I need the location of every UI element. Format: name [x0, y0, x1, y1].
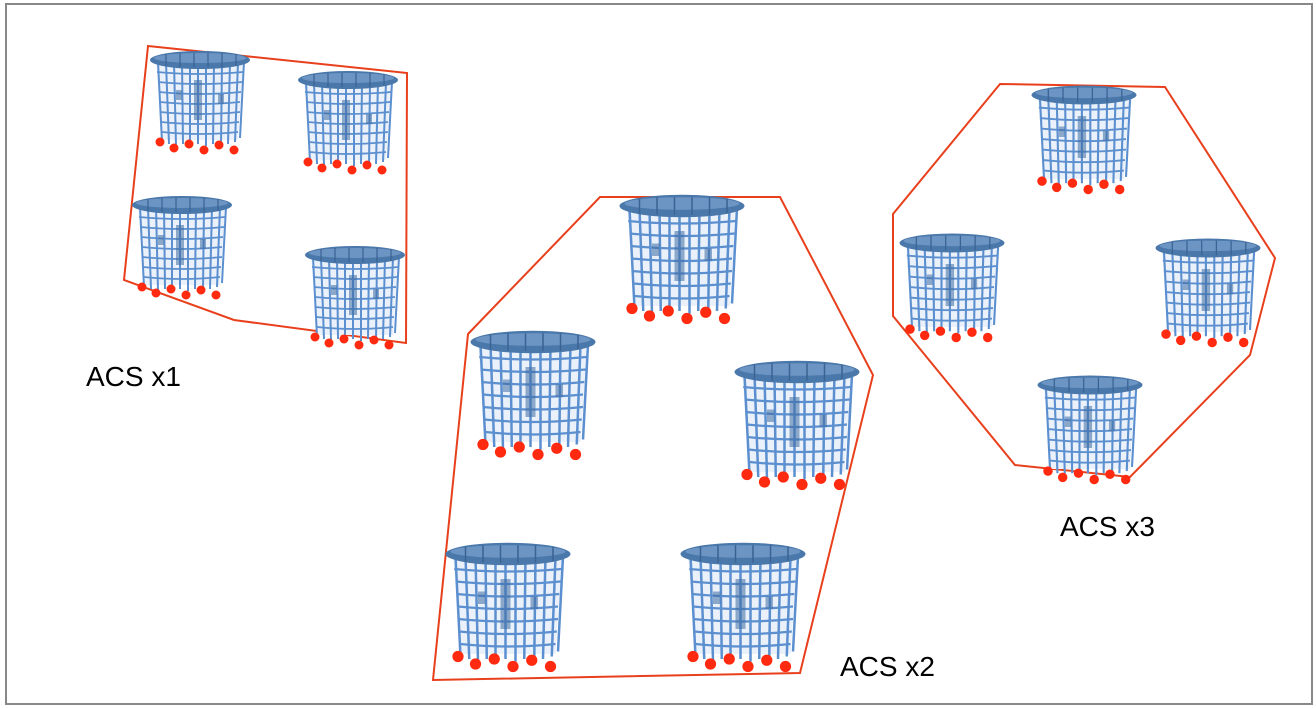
- basket-icon: [733, 359, 861, 492]
- group-label-acs-x1: ACS x1: [86, 361, 181, 392]
- basket-icon: [1154, 237, 1262, 349]
- basket-icon: [618, 193, 746, 326]
- basket-icon: [304, 245, 406, 351]
- group-acs-x3: [892, 82, 1277, 486]
- basket-icon: [469, 329, 597, 462]
- basket-icon: [1030, 84, 1138, 196]
- basket-icon: [297, 70, 399, 176]
- basket-icon: [1036, 374, 1144, 486]
- basket-icon: [898, 232, 1006, 344]
- group-outline: [892, 82, 1277, 479]
- basket-icon: [444, 541, 572, 674]
- group-label-acs-x3: ACS x3: [1060, 511, 1155, 542]
- group-acs-x2: [431, 193, 875, 682]
- basket-icon: [679, 541, 807, 674]
- basket-icon: [131, 195, 233, 301]
- basket-icon: [149, 50, 251, 156]
- group-acs-x1: [122, 44, 409, 351]
- group-outline: [431, 196, 875, 682]
- group-label-acs-x2: ACS x2: [840, 651, 935, 682]
